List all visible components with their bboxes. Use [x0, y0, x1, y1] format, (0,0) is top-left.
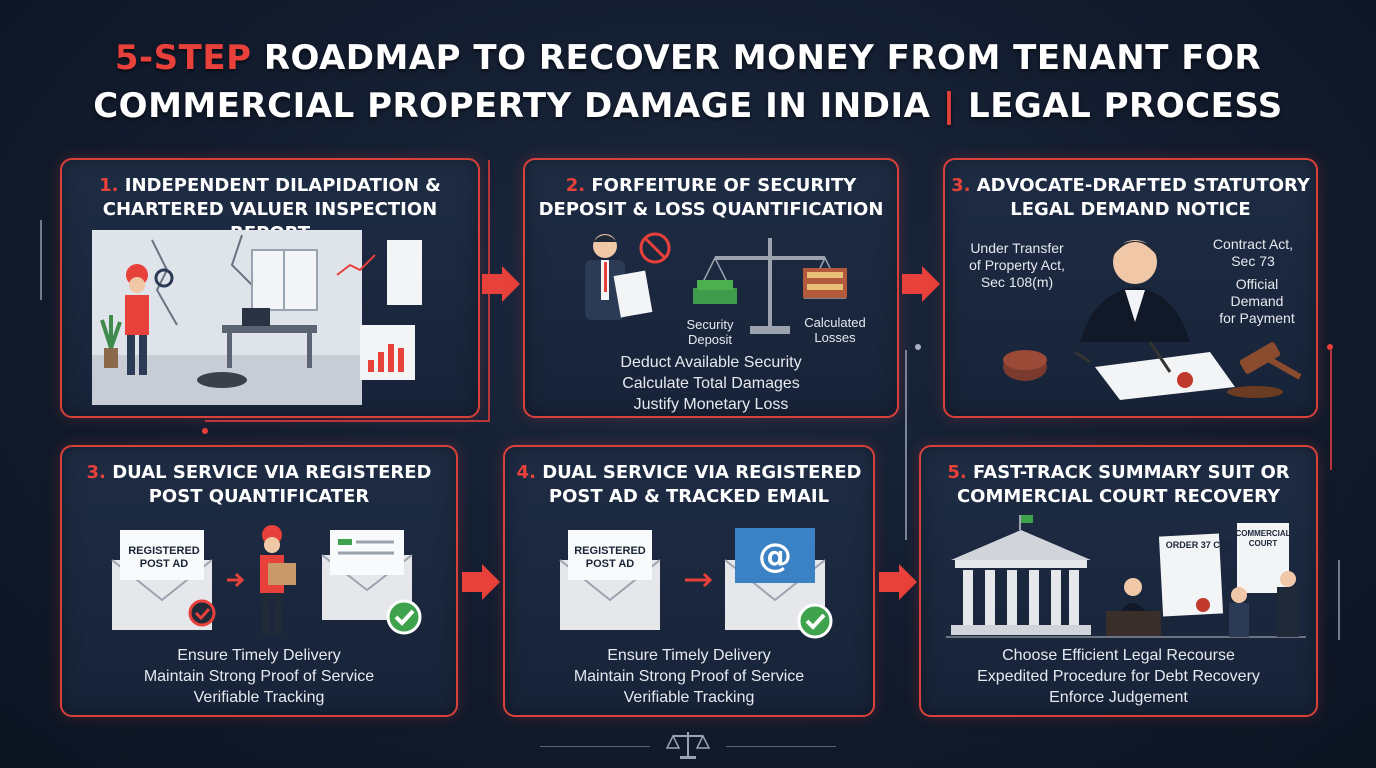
step-bullets: Deduct Available Security Calculate Tota… [525, 352, 897, 415]
commercial-court-label-line: COURT [1248, 539, 1278, 548]
step-number: 4. [516, 462, 536, 483]
svg-text:@: @ [758, 536, 792, 576]
step-card-2: 2. FORFEITURE OF SECURITY DEPOSIT & LOSS… [523, 158, 899, 418]
step-bullets: Ensure Timely Delivery Maintain Strong P… [505, 645, 873, 708]
bullet-item: Deduct Available Security [620, 354, 802, 371]
bullet-item: Maintain Strong Proof of Service [573, 668, 805, 685]
circuit-line [1338, 560, 1340, 640]
step-card-3: 3. ADVOCATE-DRAFTED STATUTORY LEGAL DEMA… [943, 158, 1318, 418]
bullet-item: Verifiable Tracking [193, 689, 325, 706]
step-title-line: INDEPENDENT DILAPIDATION & [124, 175, 441, 196]
step-title-line: DUAL SERVICE VIA REGISTERED [542, 462, 862, 483]
step-title: 4. DUAL SERVICE VIA REGISTERED POST AD &… [505, 461, 873, 509]
circuit-dot [1327, 344, 1333, 350]
title-line2b: LEGAL PROCESS [955, 86, 1283, 126]
callout-contract-act: Contract Act, Sec 73 [1203, 236, 1303, 270]
step-title-line: POST QUANTIFICATEr [148, 486, 370, 507]
bullet-item: Ensure Timely Delivery [177, 647, 341, 664]
bullet-item: Expedited Procedure for Debt Recovery [977, 668, 1260, 685]
bullet-item: Ensure Timely Delivery [607, 647, 771, 664]
callout-line: Under Transfer [970, 240, 1064, 256]
bottom-divider [726, 746, 836, 747]
registered-post-illustration [111, 525, 422, 635]
step-card-5: 4. DUAL SERVICE VIA REGISTERED POST AD &… [503, 445, 875, 717]
title-separator: | [942, 86, 956, 126]
callout-line: for Payment [1219, 310, 1295, 326]
inspection-illustration [92, 230, 422, 405]
arrow-right-icon [879, 564, 917, 600]
step-number: 1. [99, 175, 119, 196]
commercial-court-label-line: COMMERCIAL [1235, 529, 1291, 538]
circuit-line [205, 420, 490, 422]
step-title: 5. FAST-TRACK SUMMARY SUIT OR COMMERCIAL… [921, 461, 1316, 509]
bullet-item: Maintain Strong Proof of Service [143, 668, 375, 685]
circuit-line [40, 220, 42, 300]
callout-official-demand: Official Demand for Payment [1207, 276, 1307, 327]
callout-transfer-property-act: Under Transfer of Property Act, Sec 108(… [957, 240, 1077, 291]
callout-line: of Property Act, [969, 257, 1065, 273]
title-line1: ROADMAP TO RECOVER MONEY FROM TENANT FOR [251, 38, 1262, 78]
calculated-losses-label: Calculated Losses [804, 315, 866, 345]
order-37-cpc-label: ORDER 37 CPC [1165, 540, 1233, 550]
step-card-6: 5. FAST-TRACK SUMMARY SUIT OR COMMERCIAL… [919, 445, 1318, 717]
step-card-1: 1. INDEPENDENT DILAPIDATION & CHARTERED … [60, 158, 480, 418]
dual-service-illustration: @ [559, 528, 833, 639]
envelope-label-line: REGISTERED [574, 545, 646, 557]
step-title: 3. ADVOCATE-DRAFTED STATUTORY LEGAL DEMA… [945, 174, 1316, 222]
bottom-divider [540, 746, 650, 747]
envelope-label-line: POST AD [585, 558, 635, 570]
step-title: 2. FORFEITURE OF SECURITY DEPOSIT & LOSS… [525, 174, 897, 222]
step-title-line: ADVOCATE-DRAFTED STATUTORY [976, 175, 1310, 196]
step-title-line: DUAL SERVICE VIA REGISTERED [112, 462, 432, 483]
advocate-illustration [1003, 240, 1302, 400]
step-title-line: FORFEITURE OF SECURITY [591, 175, 857, 196]
step-number: 5. [947, 462, 967, 483]
callout-line: Contract Act, [1212, 236, 1294, 252]
circuit-line [1330, 350, 1332, 470]
step-bullets: Ensure Timely Delivery Maintain Strong P… [62, 645, 456, 708]
scale-illustration [585, 232, 847, 334]
page-title: 5-STEP ROADMAP TO RECOVER MONEY FROM TEN… [0, 34, 1376, 130]
envelope-label: REGISTERED POST AD [122, 545, 206, 571]
court-illustration [946, 515, 1306, 638]
bullet-item: Calculate Total Damages [622, 375, 800, 392]
title-accent: 5-STEP [114, 38, 252, 78]
callout-line: Official [1235, 276, 1279, 292]
circuit-dot [915, 344, 921, 350]
step-title-line: POST AD & TRACKED EMAIL [548, 486, 830, 507]
step-title-line: LEGAL DEMAND NOTICE [1010, 199, 1251, 220]
envelope-label-line: POST AD [139, 558, 189, 570]
step-card-4: 3. DUAL SERVICE VIA REGISTERED POST QUAN… [60, 445, 458, 717]
callout-line: Demand [1230, 293, 1284, 309]
commercial-court-label: COMMERCIAL COURT [1235, 529, 1291, 549]
step-title: 3. DUAL SERVICE VIA REGISTERED POST QUAN… [62, 461, 456, 509]
step-title-line: FAST-TRACK SUMMARY SUIT OR [973, 462, 1290, 483]
bullet-item: Justify Monetary Loss [633, 396, 789, 413]
title-line2a: COMMERCIAL PROPERTY DAMAGE IN INDIA [93, 86, 943, 126]
step-number: 3. [86, 462, 106, 483]
step-title-line: DEPOSIT & LOSS QUANTIFICATION [538, 199, 884, 220]
arrow-right-icon [482, 266, 520, 302]
scales-of-justice-icon [665, 732, 711, 759]
arrow-right-icon [462, 564, 500, 600]
circuit-line [905, 350, 907, 540]
callout-line: Sec 108(m) [980, 274, 1054, 290]
envelope-label-line: REGISTERED [128, 545, 200, 557]
callout-line: Sec 73 [1231, 253, 1275, 269]
circuit-dot [202, 428, 208, 434]
step-title-line: COMMERCIAL COURT RECOVERY [956, 486, 1281, 507]
bullet-item: Choose Efficient Legal Recourse [1002, 647, 1235, 664]
step-number: 3. [951, 175, 971, 196]
envelope-label: REGISTERED POST AD [568, 545, 652, 571]
bullet-item: Verifiable Tracking [623, 689, 755, 706]
step-number: 2. [565, 175, 586, 196]
step-bullets: Choose Efficient Legal Recourse Expedite… [921, 645, 1316, 708]
arrow-right-icon [902, 266, 940, 302]
bullet-item: Enforce Judgement [1049, 689, 1188, 706]
security-deposit-label: Security Deposit [686, 317, 734, 347]
